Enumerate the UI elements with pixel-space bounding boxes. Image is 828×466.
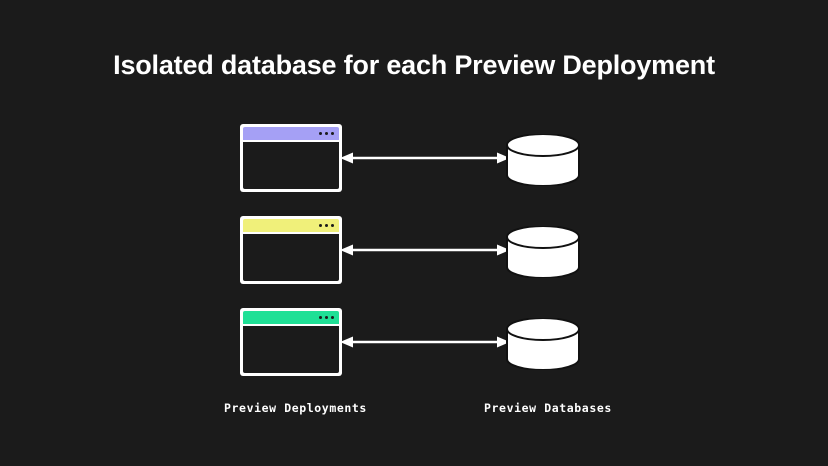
window-body <box>243 234 339 281</box>
window-titlebar <box>243 219 339 232</box>
preview-database-3 <box>504 318 582 370</box>
bidirectional-arrow-3 <box>340 334 510 350</box>
window-dot-icon <box>331 316 334 319</box>
bidirectional-arrow-2 <box>340 242 510 258</box>
window-body <box>243 326 339 373</box>
window-body <box>243 142 339 189</box>
window-dot-icon <box>331 132 334 135</box>
preview-deployment-window-2[interactable] <box>240 216 342 284</box>
diagram-row <box>0 216 828 288</box>
window-dots <box>319 224 334 227</box>
window-dot-icon <box>319 316 322 319</box>
preview-database-1 <box>504 134 582 186</box>
diagram-row <box>0 124 828 196</box>
window-dots <box>319 132 334 135</box>
window-dot-icon <box>325 316 328 319</box>
window-dots <box>319 316 334 319</box>
caption-preview-deployments: Preview Deployments <box>224 401 367 415</box>
caption-preview-databases: Preview Databases <box>484 401 612 415</box>
diagram-row <box>0 308 828 380</box>
bidirectional-arrow-1 <box>340 150 510 166</box>
preview-deployment-window-3[interactable] <box>240 308 342 376</box>
page-title: Isolated database for each Preview Deplo… <box>113 50 715 80</box>
window-dot-icon <box>319 224 322 227</box>
window-dot-icon <box>325 132 328 135</box>
window-dot-icon <box>319 132 322 135</box>
window-titlebar <box>243 127 339 140</box>
window-dot-icon <box>325 224 328 227</box>
preview-deployment-window-1[interactable] <box>240 124 342 192</box>
window-dot-icon <box>331 224 334 227</box>
preview-database-2 <box>504 226 582 278</box>
window-titlebar <box>243 311 339 324</box>
